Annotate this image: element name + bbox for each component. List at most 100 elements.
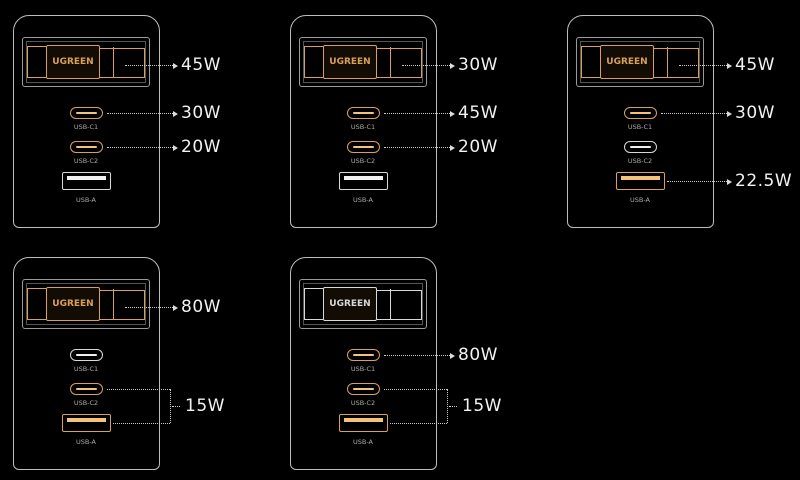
leader-line bbox=[172, 406, 180, 407]
port-label-c2: USB-C2 bbox=[73, 157, 99, 165]
cable-bay bbox=[576, 37, 704, 87]
arrow-icon bbox=[450, 353, 455, 359]
port-slot-icon bbox=[76, 145, 97, 148]
usb-c-port-c2 bbox=[347, 383, 380, 395]
port-slot-icon bbox=[353, 387, 374, 390]
arrow-icon bbox=[727, 179, 732, 185]
leader-line bbox=[170, 389, 171, 423]
port-label-c2: USB-C2 bbox=[73, 399, 99, 407]
port-label-c1: USB-C1 bbox=[627, 123, 653, 131]
port-label-c2: USB-C2 bbox=[350, 157, 376, 165]
port-label-a: USB-A bbox=[353, 196, 373, 204]
cable-connector-logo: UGREEN bbox=[323, 287, 377, 321]
leader-line bbox=[113, 423, 170, 424]
port-slot-icon bbox=[630, 111, 651, 114]
port-label-c1: USB-C1 bbox=[73, 365, 99, 373]
cable-stub bbox=[304, 46, 323, 78]
cable-slot bbox=[303, 41, 423, 83]
port-slot-icon bbox=[344, 176, 383, 180]
leader-line bbox=[125, 307, 173, 308]
cable-stub bbox=[581, 46, 600, 78]
cable-bay bbox=[299, 279, 427, 329]
port-slot-icon bbox=[67, 418, 106, 422]
leader-line bbox=[384, 389, 447, 390]
cable-connector-logo: UGREEN bbox=[46, 45, 100, 79]
output-watts-shared: 15W bbox=[462, 396, 502, 416]
port-slot-icon bbox=[621, 176, 660, 180]
usb-a-port bbox=[62, 414, 111, 432]
charger-body bbox=[13, 257, 160, 470]
output-watts-c1: 45W bbox=[458, 103, 498, 123]
arrow-icon bbox=[450, 63, 455, 69]
cable-slot bbox=[580, 41, 700, 83]
leader-line bbox=[390, 423, 447, 424]
arrow-icon bbox=[173, 63, 178, 69]
leader-line bbox=[107, 113, 173, 114]
cable-stub bbox=[27, 46, 46, 78]
output-watts-c1: 30W bbox=[181, 103, 221, 123]
port-label-c1: USB-C1 bbox=[350, 365, 376, 373]
port-slot-icon bbox=[353, 353, 374, 356]
leader-line bbox=[402, 65, 450, 66]
port-label-c1: USB-C1 bbox=[73, 123, 99, 131]
usb-a-port bbox=[339, 172, 388, 190]
arrow-icon bbox=[727, 63, 732, 69]
cable-stub bbox=[27, 288, 46, 320]
usb-c-port-c2 bbox=[624, 141, 657, 153]
cable-connector-logo: UGREEN bbox=[600, 45, 654, 79]
output-watts-cable: 80W bbox=[181, 297, 221, 317]
usb-a-port bbox=[339, 414, 388, 432]
charger-body bbox=[13, 15, 160, 228]
cable-plug bbox=[653, 47, 699, 78]
output-watts-cable: 45W bbox=[181, 55, 221, 75]
leader-line bbox=[107, 147, 173, 148]
leader-line bbox=[447, 389, 448, 423]
usb-c-port-c1 bbox=[347, 349, 380, 361]
cable-connector-logo: UGREEN bbox=[46, 287, 100, 321]
port-label-a: USB-A bbox=[76, 438, 96, 446]
port-slot-icon bbox=[344, 418, 383, 422]
usb-c-port-c1 bbox=[624, 107, 657, 119]
leader-line bbox=[661, 113, 727, 114]
port-label-c1: USB-C1 bbox=[350, 123, 376, 131]
usb-c-port-c1 bbox=[70, 107, 103, 119]
leader-line bbox=[449, 406, 457, 407]
output-watts-c2: 20W bbox=[458, 137, 498, 157]
cable-bay bbox=[299, 37, 427, 87]
leader-line bbox=[679, 65, 727, 66]
port-slot-icon bbox=[67, 176, 106, 180]
output-watts-shared: 15W bbox=[185, 396, 225, 416]
cable-slot bbox=[303, 283, 423, 325]
port-slot-icon bbox=[76, 353, 97, 356]
arrow-icon bbox=[450, 111, 455, 117]
cable-slot bbox=[26, 41, 146, 83]
cable-bay bbox=[22, 279, 150, 329]
port-slot-icon bbox=[76, 387, 97, 390]
usb-c-port-c2 bbox=[347, 141, 380, 153]
port-label-a: USB-A bbox=[630, 196, 650, 204]
usb-c-port-c2 bbox=[70, 383, 103, 395]
charger-body bbox=[290, 15, 437, 228]
port-slot-icon bbox=[353, 145, 374, 148]
usb-c-port-c1 bbox=[70, 349, 103, 361]
cable-connector-logo: UGREEN bbox=[323, 45, 377, 79]
output-watts-cable: 30W bbox=[458, 55, 498, 75]
leader-line bbox=[667, 181, 727, 182]
leader-line bbox=[107, 389, 170, 390]
usb-a-port bbox=[616, 172, 665, 190]
leader-line bbox=[384, 113, 450, 114]
port-label-c2: USB-C2 bbox=[350, 399, 376, 407]
cable-plug bbox=[376, 47, 422, 78]
leader-line bbox=[125, 65, 173, 66]
cable-stub bbox=[304, 288, 323, 320]
cable-plug bbox=[99, 289, 145, 320]
arrow-icon bbox=[173, 305, 178, 311]
leader-line bbox=[384, 147, 450, 148]
usb-c-port-c1 bbox=[347, 107, 380, 119]
cable-plug bbox=[376, 289, 422, 320]
charger-body bbox=[290, 257, 437, 470]
